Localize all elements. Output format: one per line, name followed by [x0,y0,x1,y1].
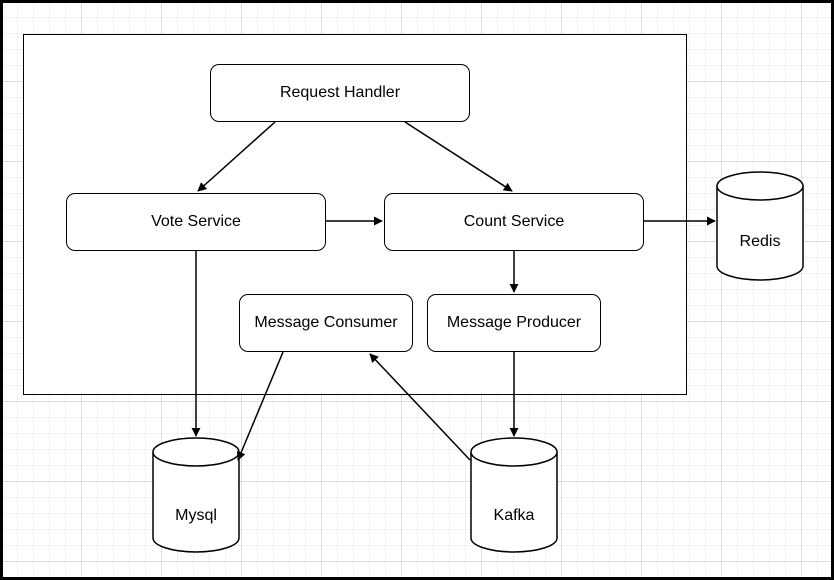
count-service-label: Count Service [463,213,565,230]
mysql-database-icon [152,437,240,553]
edge-kafka-to-consumer [369,353,471,461]
edge-request-to-count [404,121,513,192]
request-handler-label: Request Handler [279,84,401,101]
request-handler-node: Request Handler [210,64,470,122]
edge-consumer-to-mysql [236,351,284,461]
message-consumer-label: Message Consumer [254,314,398,331]
vote-service-label: Vote Service [151,213,241,230]
redis-label: Redis [739,233,781,250]
kafka-label: Kafka [493,507,535,524]
vote-service-node: Vote Service [66,193,326,251]
redis-database-icon [716,171,804,281]
mysql-label: Mysql [175,507,217,524]
count-service-node: Count Service [384,193,644,251]
message-producer-node: Message Producer [427,294,601,352]
edge-request-to-vote [197,121,276,192]
kafka-database-icon [470,437,558,553]
message-consumer-node: Message Consumer [239,294,413,352]
message-producer-label: Message Producer [446,314,582,331]
